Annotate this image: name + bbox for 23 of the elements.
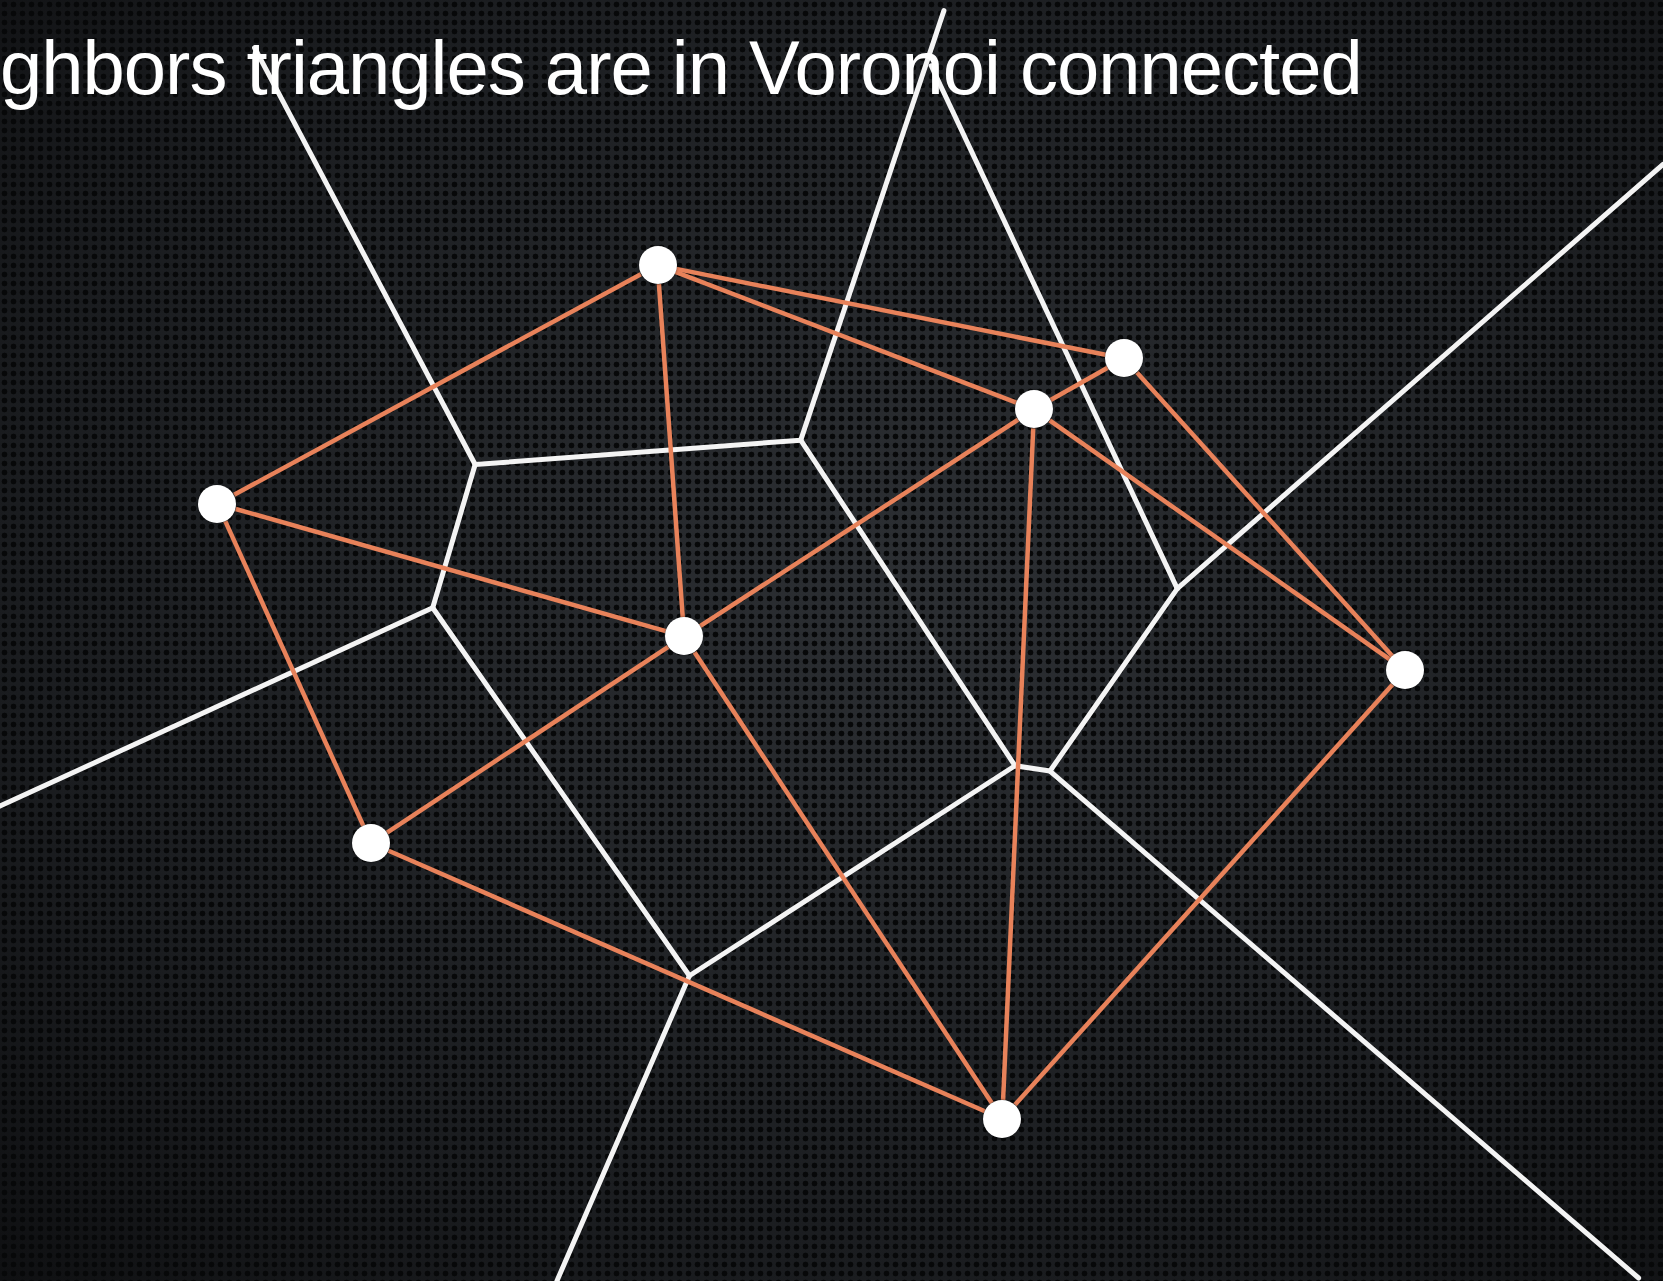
- delaunay-edge: [1049, 365, 1109, 402]
- site-point: [198, 484, 237, 523]
- delaunay-edge: [387, 848, 986, 1114]
- site-point: [1386, 651, 1425, 690]
- site-point: [1105, 339, 1144, 378]
- delaunay-edge: [1013, 682, 1395, 1107]
- site-point: [352, 824, 391, 863]
- delaunay-edge: [235, 506, 667, 634]
- delaunay-edge: [1000, 428, 1036, 1101]
- delaunay-edge: [692, 650, 994, 1105]
- delaunay-edge: [698, 417, 1020, 628]
- delaunay-edge: [223, 520, 366, 827]
- site-point: [665, 617, 704, 656]
- site-point: [1015, 390, 1054, 429]
- delaunay-edge: [233, 272, 642, 497]
- delaunay-edge: [1048, 418, 1392, 662]
- delaunay-edge: [385, 644, 670, 835]
- delaunay-edge: [675, 266, 1107, 357]
- site-point: [638, 246, 677, 285]
- delaunay-edge: [1135, 371, 1395, 658]
- delaunay-edge: [656, 283, 685, 618]
- delaunay-edge: [674, 269, 1018, 405]
- site-point: [983, 1099, 1022, 1138]
